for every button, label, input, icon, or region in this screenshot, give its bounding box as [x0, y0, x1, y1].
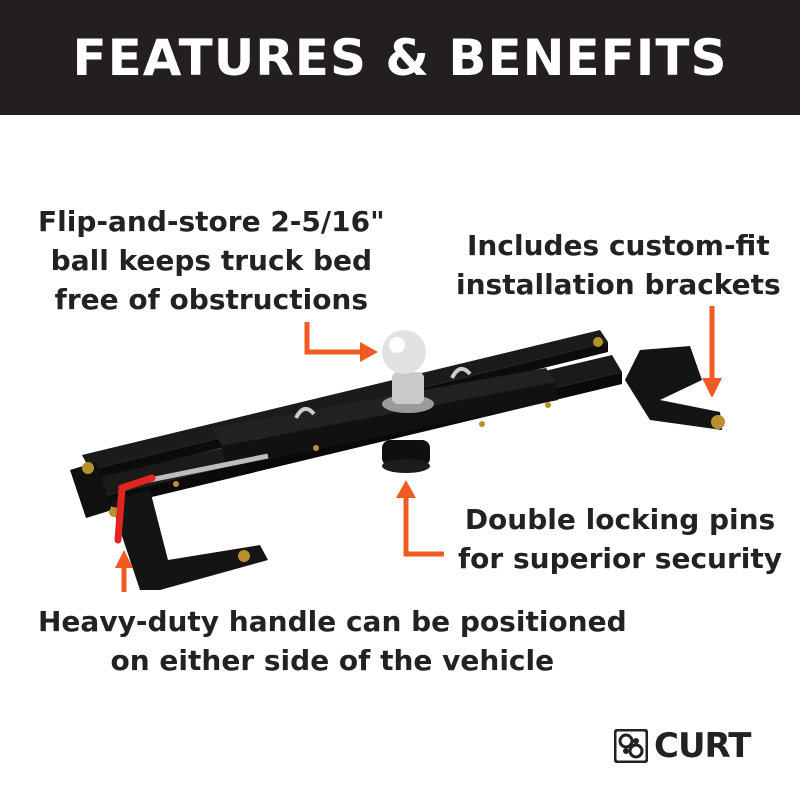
callout-pins-line: Double locking pins — [464, 503, 776, 536]
callout-pins: Double locking pins for superior securit… — [458, 500, 782, 578]
callout-handle: Heavy-duty handle can be positioned on e… — [38, 602, 627, 680]
page-title: FEATURES & BENEFITS — [72, 28, 728, 87]
header-banner: FEATURES & BENEFITS — [0, 0, 800, 115]
callout-brackets: Includes custom-fit installation bracket… — [456, 226, 781, 304]
callout-brackets-line: Includes custom-fit — [467, 229, 770, 262]
curt-logo-text: CURT — [654, 726, 751, 766]
callout-pins-line: for superior security — [458, 542, 783, 575]
callout-ball-line: free of obstructions — [54, 283, 369, 316]
curt-logo-icon — [614, 729, 648, 763]
callout-brackets-line: installation brackets — [456, 268, 781, 301]
callout-ball: Flip-and-store 2-5/16" ball keeps truck … — [38, 202, 385, 319]
callout-handle-line: Heavy-duty handle can be positioned — [38, 605, 627, 638]
callout-ball-line: ball keeps truck bed — [50, 244, 373, 277]
callout-handle-line: on either side of the vehicle — [110, 644, 555, 677]
curt-logo: CURT — [614, 726, 751, 766]
callout-ball-line: Flip-and-store 2-5/16" — [38, 205, 385, 238]
